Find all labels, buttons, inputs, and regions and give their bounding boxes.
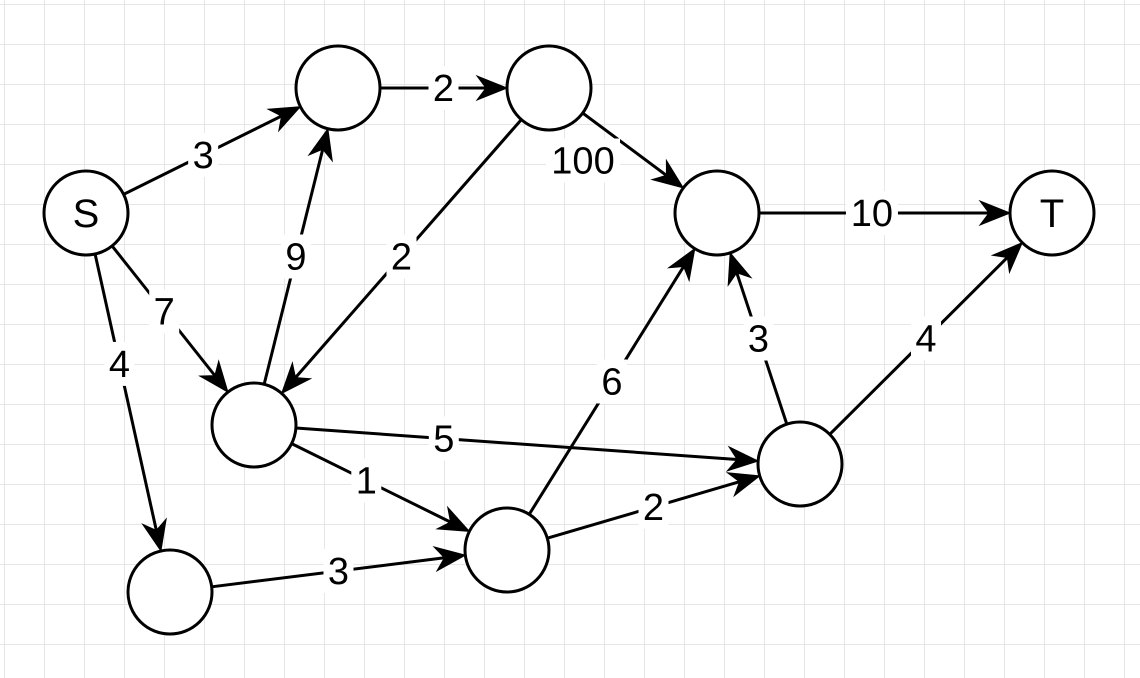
node-circle bbox=[210, 381, 298, 469]
edge-weight-text: 3 bbox=[328, 551, 349, 593]
edge-label-background bbox=[428, 66, 459, 110]
arrowhead-icon bbox=[725, 445, 760, 472]
edge-weight-text: 2 bbox=[391, 237, 412, 279]
node-circle bbox=[1008, 169, 1096, 257]
arrowhead-icon bbox=[667, 247, 696, 283]
edge-label-background bbox=[351, 458, 382, 503]
arrowhead-icon bbox=[650, 158, 685, 189]
edge-weight-label: 4 bbox=[104, 341, 135, 386]
node-label: T bbox=[1040, 192, 1064, 236]
arrowhead-icon bbox=[990, 241, 1024, 275]
edge-weight-label: 2 bbox=[428, 66, 459, 110]
arrowhead-icon bbox=[141, 517, 167, 553]
edge-weight-label: 2 bbox=[638, 485, 669, 529]
edge-line bbox=[581, 111, 668, 177]
arrowhead-icon bbox=[266, 106, 302, 133]
edge-C-G bbox=[295, 426, 760, 472]
edge-label-background bbox=[743, 316, 774, 361]
arrowhead-icon bbox=[198, 359, 229, 394]
edge-weight-text: 6 bbox=[601, 362, 622, 404]
node-circle bbox=[463, 506, 551, 594]
edge-weight-label: 3 bbox=[323, 549, 354, 593]
arrowhead-icon bbox=[307, 127, 333, 163]
graph-node bbox=[505, 44, 593, 132]
edge-line bbox=[295, 426, 738, 462]
edge-B-F bbox=[581, 111, 685, 189]
edge-label-background bbox=[638, 485, 669, 529]
target-node: T bbox=[1008, 169, 1096, 257]
edge-weight-text: 9 bbox=[285, 237, 306, 279]
node-label: S bbox=[73, 192, 100, 236]
edge-weight-label: 3 bbox=[743, 316, 774, 361]
arrowhead-icon bbox=[475, 74, 509, 102]
arrowhead-icon bbox=[978, 199, 1012, 227]
edge-weight-label: 2 bbox=[386, 234, 417, 279]
edge-weight-text: 2 bbox=[643, 487, 664, 529]
edge-weight-label: 3 bbox=[188, 132, 219, 177]
node-circle bbox=[505, 44, 593, 132]
edge-weight-text: 100 bbox=[551, 141, 614, 183]
edge-weight-text: 7 bbox=[154, 292, 175, 334]
arrowhead-icon bbox=[280, 361, 313, 395]
edge-weight-text: 3 bbox=[193, 135, 214, 177]
edge-weight-label: 7 bbox=[149, 289, 180, 334]
edge-weight-text: 10 bbox=[851, 193, 893, 235]
edge-label-background bbox=[845, 191, 898, 235]
edge-weight-text: 4 bbox=[109, 344, 130, 386]
arrowhead-icon bbox=[727, 251, 753, 287]
node-circle bbox=[673, 169, 761, 257]
edge-weight-text: 3 bbox=[748, 319, 769, 361]
edge-label-background bbox=[281, 234, 311, 279]
edge-weight-label: 4 bbox=[911, 316, 941, 361]
edge-label-background bbox=[911, 316, 941, 361]
graph-node bbox=[126, 548, 214, 636]
edge-weight-text: 1 bbox=[356, 460, 377, 502]
edge-weight-label: 9 bbox=[281, 234, 311, 279]
edge-weight-label: 5 bbox=[428, 416, 459, 461]
node-circle bbox=[126, 548, 214, 636]
edge-weight-text: 4 bbox=[915, 319, 936, 361]
edge-label-background bbox=[597, 359, 627, 404]
edge-label-background bbox=[188, 132, 219, 177]
arrowhead-icon bbox=[725, 472, 761, 498]
graph-node bbox=[463, 506, 551, 594]
edge-weight-text: 5 bbox=[433, 419, 454, 461]
edge-weight-label: 1 bbox=[351, 458, 382, 503]
edge-weight-label: 100 bbox=[546, 138, 620, 183]
arrowhead-icon bbox=[432, 546, 467, 573]
graph-node bbox=[756, 420, 844, 508]
node-circle bbox=[294, 44, 382, 132]
edge-weight-label: 10 bbox=[845, 191, 898, 235]
node-circle bbox=[756, 420, 844, 508]
graph-node bbox=[210, 381, 298, 469]
edge-weight-text: 2 bbox=[433, 68, 454, 110]
edge-label-background bbox=[104, 341, 135, 386]
arrowhead-icon bbox=[435, 505, 471, 532]
edge-label-background bbox=[149, 289, 180, 334]
edge-label-background bbox=[546, 138, 620, 183]
edge-label-background bbox=[428, 416, 459, 461]
graph-node bbox=[294, 44, 382, 132]
source-node: S bbox=[42, 169, 130, 257]
edge-S-D bbox=[93, 253, 167, 553]
edge-line bbox=[93, 253, 158, 531]
node-circle bbox=[42, 169, 130, 257]
edge-label-background bbox=[323, 549, 354, 593]
edge-label-background bbox=[386, 234, 417, 279]
edge-weight-label: 6 bbox=[597, 359, 627, 404]
graph-node bbox=[673, 169, 761, 257]
